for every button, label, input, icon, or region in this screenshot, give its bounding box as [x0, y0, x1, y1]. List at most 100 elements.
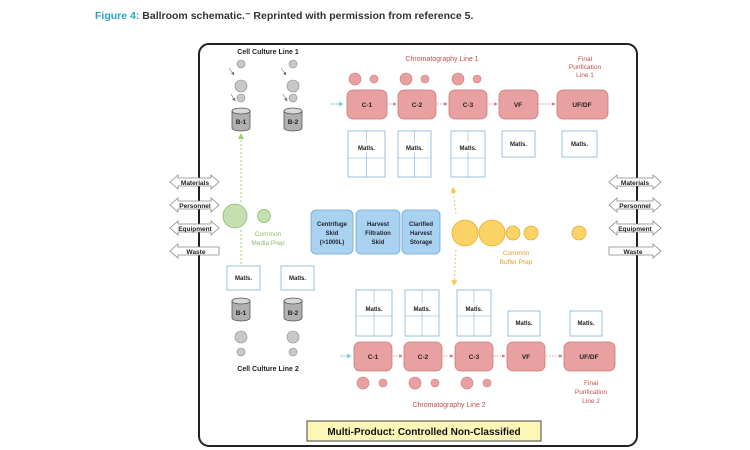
left-flow-arrows: Materials Personnel Equipment Waste: [169, 174, 220, 259]
matls-label: Matls.: [289, 276, 306, 282]
classification-banner: [306, 420, 542, 442]
chromatography-line-1-label: Chromatography Line 1: [405, 56, 478, 63]
step-label: C-1: [362, 102, 373, 109]
bioreactor-label: B-2: [288, 119, 299, 126]
matls-box-c3-line2: Matls.: [456, 289, 492, 337]
media-prep-tank-large: [222, 203, 248, 229]
step-c2-line1: [397, 89, 437, 120]
bioreactor-label: B-1: [236, 310, 247, 317]
skid-text: Clarified: [409, 222, 433, 228]
seed-vessel-small: [236, 59, 246, 69]
bioreactor-b2-line1: B-2: [283, 107, 303, 132]
figure-label: Figure 4:: [95, 10, 140, 22]
centrifuge-skid: [310, 209, 354, 255]
step-c1-line2: [353, 341, 393, 372]
media-prep-label-1: Common: [255, 231, 282, 238]
step-label: UF/DF: [579, 354, 598, 361]
skid-text: Skid: [372, 240, 385, 246]
final-purification-line-1-label: Line 1: [576, 72, 594, 79]
step-c3-line1: [448, 89, 488, 120]
buffer-prep-label-2: Buffer Prep: [500, 259, 533, 266]
matls-box-vf-line1: Matls.: [501, 130, 536, 158]
matls-box-c1-line1: Matls.: [347, 130, 386, 178]
step-label: VF: [522, 354, 530, 361]
matls-box-vf-line2: Matls.: [507, 310, 541, 337]
flow-label: Equipment: [178, 226, 212, 233]
final-purification-line-2-label: Purification: [575, 389, 608, 396]
step-vf-line1: [498, 89, 539, 120]
seed-vessel-small: [288, 59, 298, 69]
matls-label: Matls.: [577, 321, 594, 327]
chromatography-line-2: Matls. Matls. Matls. Matls. Matls. C-1: [340, 289, 616, 390]
matls-label: Matls.: [358, 146, 375, 152]
step-label: C-2: [418, 354, 429, 361]
step-ufdf-line2: [563, 341, 616, 372]
seed-vessel-small: [288, 93, 298, 103]
flow-label: Personnel: [619, 203, 651, 210]
flow-arrow-waste-right: Waste: [608, 243, 662, 259]
matls-box-ufdf-line2: Matls.: [569, 310, 603, 337]
matls-box-c2-line2: Matls.: [404, 289, 440, 337]
final-purification-line-1-label: Final: [578, 56, 593, 63]
clarified-harvest-storage: [401, 209, 441, 255]
buffer-tank: [523, 225, 539, 241]
matls-box-ufdf-line1: Matls.: [561, 130, 598, 158]
matls-box-c1-line2: Matls.: [355, 289, 393, 337]
skid-text: (>1000L): [320, 240, 345, 246]
flow-arrow-personnel-left: Personnel: [169, 197, 220, 213]
right-flow-arrows: Materials Personnel Equipment Waste: [608, 174, 662, 259]
matls-box-c2-line1: Matls.: [397, 130, 432, 178]
matls-box-b2-line2: Matls.: [280, 265, 315, 291]
media-prep-tank-small: [257, 209, 271, 223]
matls-box-b1-line2: Matls.: [226, 265, 261, 291]
final-purification-line-2-label: Final: [584, 380, 599, 387]
step-label: VF: [514, 102, 522, 109]
buffer-prep-label-1: Common: [503, 250, 530, 257]
flow-arrow-equipment-left: Equipment: [169, 220, 220, 236]
seed-vessel-small: [236, 93, 246, 103]
final-purification-line-1-label: Purification: [569, 64, 602, 71]
flow-arrow-materials-left: Materials: [169, 174, 220, 190]
buffer-tank: [571, 225, 587, 241]
step-label: UF/DF: [572, 102, 591, 109]
media-prep-label-2: Media Prep: [251, 240, 285, 247]
matls-label: Matls.: [571, 142, 588, 148]
buffer-tank: [505, 225, 521, 241]
cell-culture-line-2: B-1 B-2: [231, 297, 303, 357]
skid-text: Storage: [410, 240, 433, 246]
buffer-tank: [451, 219, 479, 247]
flow-label: Personnel: [179, 203, 211, 210]
flow-arrow-equipment-right: Equipment: [608, 220, 662, 236]
cell-culture-line-1-label: Cell Culture Line 1: [237, 49, 299, 56]
step-ufdf-line1: [556, 89, 609, 120]
flow-label: Waste: [624, 249, 643, 256]
chromatography-line-1: C-1 C-2 C-3 VF UF/DF Matls. Matls.: [330, 72, 609, 178]
step-vf-line2: [506, 341, 546, 372]
matls-label: Matls.: [406, 146, 423, 152]
buffer-tank: [478, 219, 506, 247]
step-label: C-3: [469, 354, 480, 361]
flow-arrow-materials-right: Materials: [608, 174, 662, 190]
step-c2-line2: [403, 341, 443, 372]
harvest-filtration-skid: [355, 209, 401, 255]
matls-label: Matls.: [413, 307, 430, 313]
matls-label: Matls.: [235, 276, 252, 282]
skid-text: Filtration: [365, 231, 391, 237]
cell-culture-line-2-label: Cell Culture Line 2: [237, 366, 299, 373]
bioreactor-b2-line2: B-2: [283, 297, 303, 322]
flow-label: Materials: [621, 180, 650, 187]
step-c3-line2: [454, 341, 494, 372]
cell-culture-line-1: B-1 B-2: [228, 59, 303, 132]
final-purification-line-2-label: Line 2: [582, 398, 600, 405]
figure-caption: Figure 4: Ballroom schematic.⁻ Reprinted…: [95, 10, 473, 22]
bioreactor-b1-line2: B-1: [231, 297, 251, 322]
matls-label: Matls.: [465, 307, 482, 313]
flow-label: Equipment: [618, 226, 652, 233]
step-label: C-3: [463, 102, 474, 109]
common-buffer-prep: Common Buffer Prep: [450, 187, 587, 286]
bioreactor-label: B-2: [288, 310, 299, 317]
seed-vessel-medium: [234, 79, 248, 93]
step-label: C-1: [368, 354, 379, 361]
classification-banner-text: Multi-Product: Controlled Non-Classified: [327, 427, 520, 438]
